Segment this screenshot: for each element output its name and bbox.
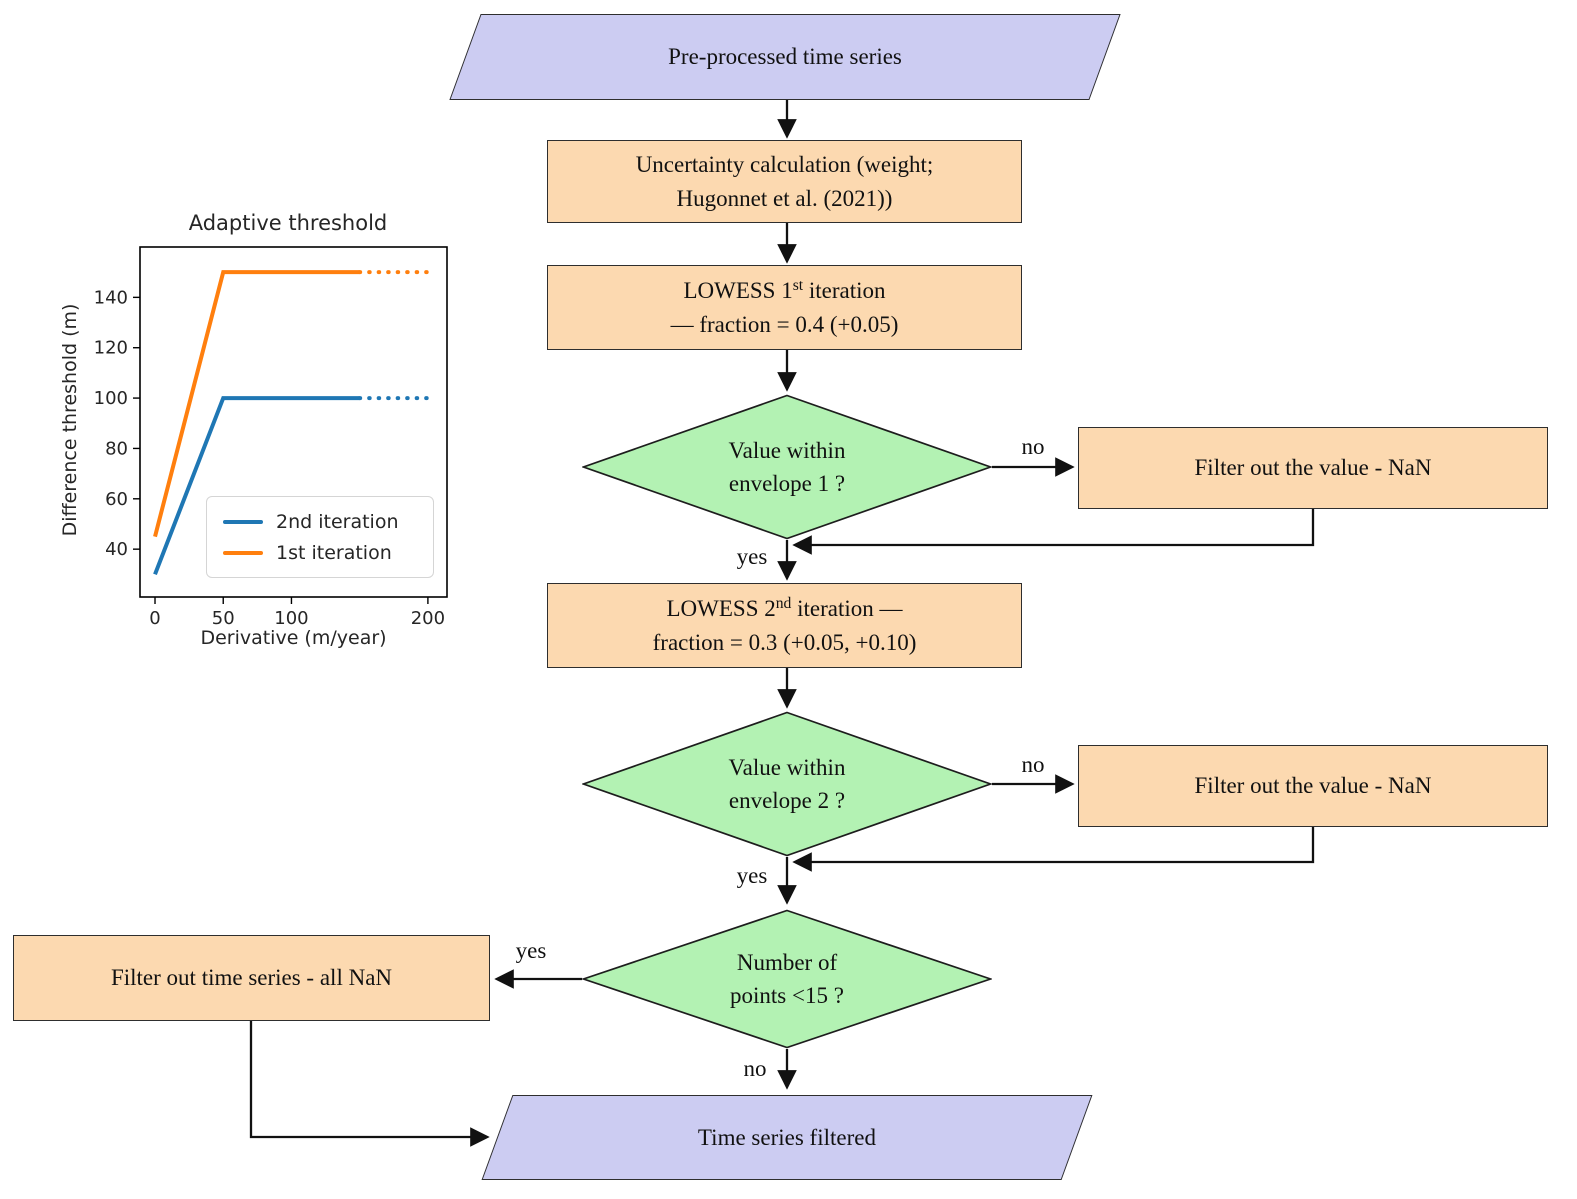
edge-filter1-return [792,509,1315,555]
svg-text:200: 200 [411,608,445,629]
node-decision-envelope-1: Value within envelope 1 ? [582,394,992,540]
node-filter-out-value-2: Filter out the value - NaN [1078,745,1548,827]
diamond-shape [582,394,992,540]
chart-legend: 2nd iteration 1st iteration [206,496,434,578]
node-text: Value within envelope 1 ? [728,437,846,496]
node-line2: fraction = 0.3 (+0.05, +0.10) [652,629,917,655]
node-line1: LOWESS 1st iteration [683,277,886,304]
node-preprocessed-time-series: Pre-processed time series [449,14,1121,100]
node-lowess-2nd-iteration: LOWESS 2nd iteration — fraction = 0.3 (+… [547,583,1022,668]
node-line1: Uncertainty calculation (weight; [635,152,934,178]
chart-title: Adaptive threshold [188,211,388,235]
svg-text:60: 60 [105,489,128,510]
svg-text:140: 140 [94,287,128,308]
node-filter-out-time-series: Filter out time series - all NaN [13,935,490,1021]
node-line2: Hugonnet et al. (2021)) [676,185,893,211]
node-label: Filter out time series - all NaN [110,965,393,991]
edge-label-yes-1: yes [736,544,768,569]
node-uncertainty-calculation: Uncertainty calculation (weight; Hugonne… [547,140,1022,223]
svg-text:0: 0 [149,608,160,629]
node-lowess-1st-iteration: LOWESS 1st iteration — fraction = 0.4 (+… [547,265,1022,350]
node-label: Time series filtered [697,1124,876,1150]
node-label: Filter out the value - NaN [1194,455,1432,481]
chart-plot-area: 0 50 100 200 40 60 80 100 120 140 [94,246,448,629]
diamond-shape [582,909,992,1049]
svg-text:50: 50 [212,608,235,629]
node-decision-envelope-2: Value within envelope 2 ? [582,711,992,857]
svg-text:40: 40 [105,539,128,560]
legend-line-swatch [223,550,263,555]
node-text: Number of points <15 ? [730,949,844,1008]
edge-filter2-return [792,827,1315,872]
edge-label-yes-3: yes [515,938,547,963]
svg-text:100: 100 [94,388,128,409]
diamond-shape [582,711,992,857]
svg-text:100: 100 [274,608,308,629]
legend-entry-1st-iteration: 1st iteration [207,542,433,564]
node-line1: LOWESS 2nd iteration — [666,595,903,622]
node-label: Pre-processed time series [668,44,902,70]
adaptive-threshold-chart: Adaptive threshold Difference threshold … [40,195,470,665]
svg-text:80: 80 [105,438,128,459]
node-label: Filter out the value - NaN [1194,773,1432,799]
node-time-series-filtered: Time series filtered [481,1095,1093,1180]
chart-x-axis-label: Derivative (m/year) [200,627,387,649]
legend-line-swatch [223,519,263,524]
node-text: Value within envelope 2 ? [728,754,846,813]
node-line2: — fraction = 0.4 (+0.05) [670,311,899,337]
edge-label-no-3: no [743,1056,767,1081]
edge-label-no-1: no [1021,434,1045,459]
edge-filterseries-end [249,1021,490,1147]
svg-text:120: 120 [94,338,128,359]
node-filter-out-value-1: Filter out the value - NaN [1078,427,1548,509]
edge-label-yes-2: yes [736,863,768,888]
legend-entry-2nd-iteration: 2nd iteration [207,511,433,533]
node-decision-number-of-points: Number of points <15 ? [582,909,992,1049]
edge-label-no-2: no [1021,752,1045,777]
